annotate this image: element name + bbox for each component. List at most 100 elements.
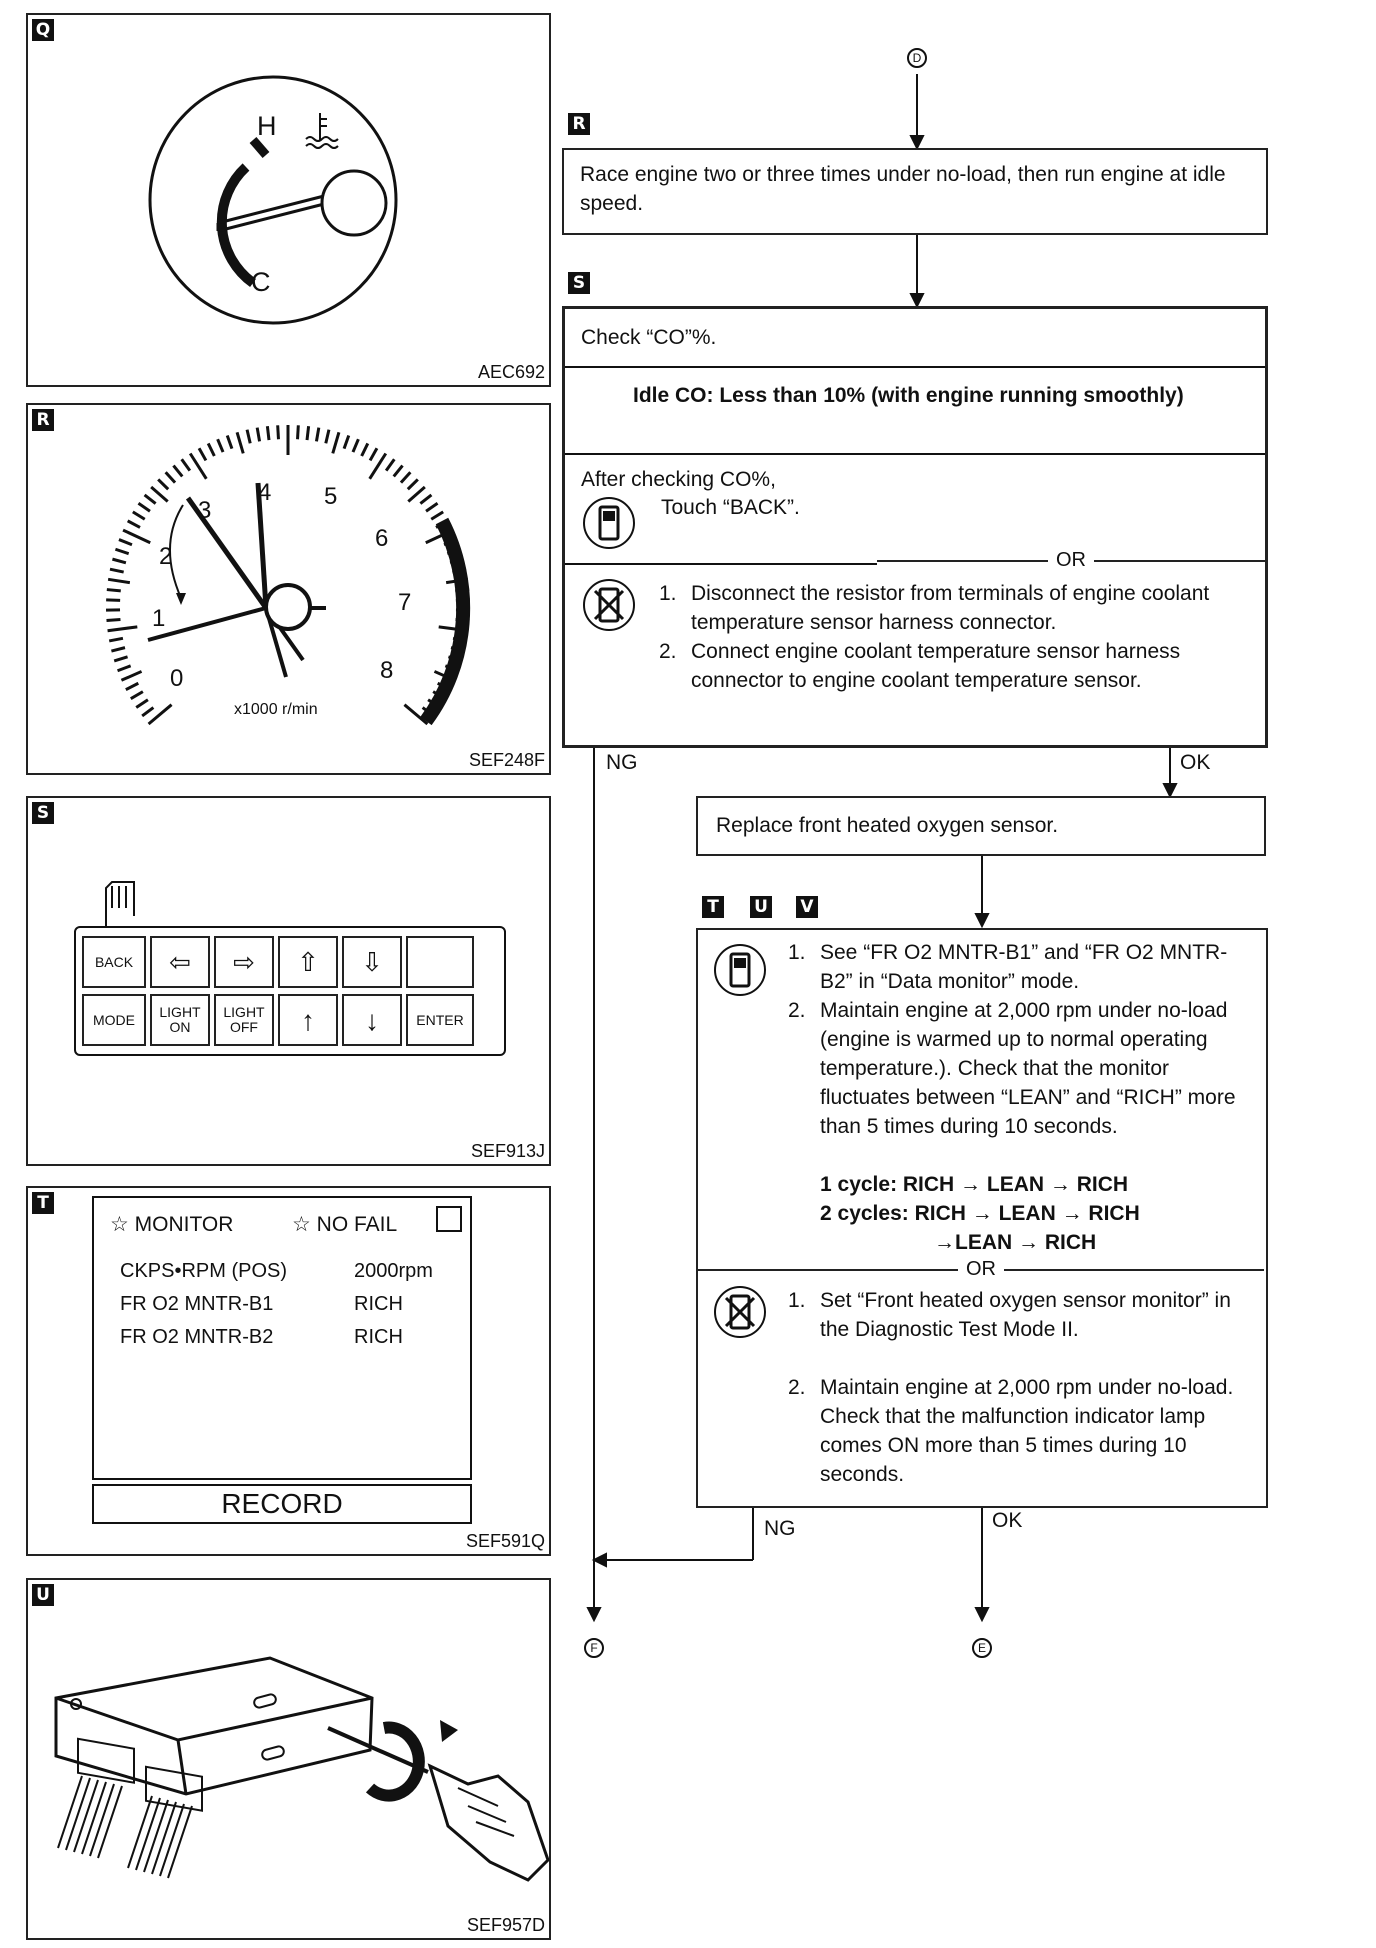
- keypad-increase-button: ↑: [278, 994, 338, 1046]
- tach-scale-5: 5: [324, 483, 338, 510]
- tach-tick: [113, 655, 129, 663]
- list-item: 1.Disconnect the resistor from terminals…: [659, 582, 1210, 634]
- cycle-2-text: 2 cycles: RICH → LEAN → RICH: [820, 1202, 1140, 1225]
- tach-tick: [351, 438, 360, 453]
- replace-sensor-text: Replace front heated oxygen sensor.: [716, 814, 1059, 837]
- tach-tick: [296, 425, 300, 440]
- ok-label-1: OK: [1180, 751, 1211, 774]
- panel-letter-s: S: [32, 802, 54, 824]
- tach-tick: [216, 438, 225, 453]
- tach-tick: [118, 538, 133, 547]
- monitor-header-left: ☆ MONITOR: [110, 1213, 234, 1236]
- tach-tick: [120, 670, 143, 682]
- tach-tick: [137, 502, 151, 513]
- tach-tick: [406, 478, 419, 491]
- list-item: 2.Maintain engine at 2,000 rpm under no-…: [788, 1376, 1234, 1486]
- step-r-box: Race engine two or three times under no-…: [562, 148, 1268, 235]
- connector-f: F: [590, 1641, 598, 1655]
- tach-tick: [206, 442, 216, 457]
- tach-tick: [180, 458, 192, 472]
- cycle-1-text: 1 cycle: RICH → LEAN → RICH: [820, 1173, 1129, 1196]
- keypad-left-arrow-button: ⇦: [150, 936, 210, 988]
- step-tuv-or-divider: OR: [698, 1258, 1264, 1281]
- figure-panel-t: T ☆ MONITOR ☆ NO FAIL CKPS•RPM (POS) 200…: [26, 1186, 551, 1556]
- keypad-right-arrow-button: ⇨: [214, 936, 274, 988]
- figure-code-q: AEC692: [477, 362, 545, 382]
- step-s-spec: Idle CO: Less than 10% (with engine runn…: [633, 384, 1184, 407]
- step-tuv-item-text: Maintain engine at 2,000 rpm under no-lo…: [820, 1376, 1234, 1486]
- step-tuv-item-text: See “FR O2 MNTR-B1” and “FR O2 MNTR-B2” …: [820, 941, 1228, 993]
- keypad-back-button: BACK: [82, 936, 146, 988]
- tach-tick: [106, 617, 121, 622]
- step-letter-u: U: [750, 896, 772, 918]
- step-s-after-text: After checking CO%,: [581, 468, 776, 491]
- tach-tick: [419, 493, 433, 505]
- step-letter-s: S: [568, 272, 590, 294]
- keypad-frame: [74, 926, 506, 1056]
- ng-label-2: NG: [764, 1517, 796, 1540]
- tach-tick: [197, 447, 208, 462]
- tachometer-illustration: [106, 425, 471, 726]
- step-tuv-box: 1.See “FR O2 MNTR-B1” and “FR O2 MNTR-B2…: [696, 928, 1268, 1508]
- list-item: 2.Connect engine coolant temperature sen…: [659, 640, 1181, 692]
- step-s-divider: [565, 453, 1265, 455]
- keypad-light-off-button: LIGHT OFF: [214, 994, 274, 1046]
- tach-scale-7: 7: [398, 589, 412, 616]
- step-tuv-item-text: Set “Front heated oxygen sensor monitor”…: [820, 1289, 1231, 1341]
- step-letter-t: T: [702, 896, 724, 918]
- tach-tick: [305, 426, 311, 441]
- tach-tick: [112, 557, 127, 565]
- tach-scale-2: 2: [159, 543, 173, 570]
- monitor-row-name: FR O2 MNTR-B2: [120, 1326, 274, 1348]
- tach-scale-4: 4: [258, 479, 272, 506]
- step-s-touch-text: Touch “BACK”.: [661, 496, 800, 519]
- monitor-row-value: 2000rpm: [354, 1260, 433, 1282]
- no-tester-icon: [714, 1286, 766, 1338]
- step-s-box: Check “CO”%. Idle CO: Less than 10% (wit…: [562, 306, 1268, 748]
- or-label: OR: [966, 1258, 996, 1280]
- tach-tick: [114, 547, 130, 556]
- monitor-row-name: CKPS•RPM (POS): [120, 1260, 288, 1282]
- ecm-screwdriver-illustration: [54, 1656, 550, 1882]
- tach-tick: [132, 510, 146, 521]
- step-s-or-divider: OR: [877, 549, 1265, 572]
- no-tester-icon: [583, 579, 635, 631]
- keypad-enter-button: ENTER: [406, 994, 474, 1046]
- connector-e: E: [977, 1641, 986, 1655]
- tach-tick: [106, 598, 121, 602]
- tach-tick: [360, 442, 370, 457]
- keypad-up-arrow-button: ⇧: [278, 936, 338, 988]
- keypad-blank-button: [406, 936, 474, 988]
- step-s-divider: [565, 366, 1265, 368]
- step-s-item-text: Disconnect the resistor from terminals o…: [691, 582, 1210, 634]
- or-label: OR: [1056, 549, 1086, 571]
- figure-code-t: SEF591Q: [465, 1531, 545, 1551]
- tach-tick: [245, 429, 252, 444]
- tach-tick: [331, 431, 341, 454]
- tach-tick: [314, 427, 321, 442]
- tach-tick: [107, 625, 138, 633]
- step-tuv-ct-list: 1.See “FR O2 MNTR-B1” and “FR O2 MNTR-B2…: [788, 938, 1258, 1141]
- step-s-item-text: Connect engine coolant temperature senso…: [691, 640, 1181, 692]
- tach-scale-3: 3: [198, 497, 212, 524]
- keypad-mode-button: MODE: [82, 994, 146, 1046]
- tach-tick: [407, 485, 426, 503]
- tach-tick: [109, 567, 124, 574]
- list-item: 1.Set “Front heated oxygen sensor monito…: [788, 1289, 1231, 1341]
- tach-tick: [225, 434, 234, 450]
- figure-code-u: SEF957D: [466, 1915, 545, 1935]
- tach-tick: [392, 464, 404, 478]
- tach-tick: [141, 706, 155, 718]
- tach-tick: [255, 427, 262, 442]
- keypad-down-arrow-button: ⇩: [342, 936, 402, 988]
- tach-tick: [111, 646, 126, 653]
- tach-tick: [125, 681, 139, 691]
- connector-d: D: [912, 51, 922, 65]
- tach-tick: [265, 426, 271, 441]
- monitor-checkbox-icon: [436, 1206, 462, 1232]
- tach-tick: [368, 452, 388, 480]
- tach-tick: [399, 471, 412, 484]
- tach-tick: [106, 588, 121, 593]
- tach-scale-8: 8: [380, 657, 394, 684]
- monitor-screen: [92, 1196, 472, 1480]
